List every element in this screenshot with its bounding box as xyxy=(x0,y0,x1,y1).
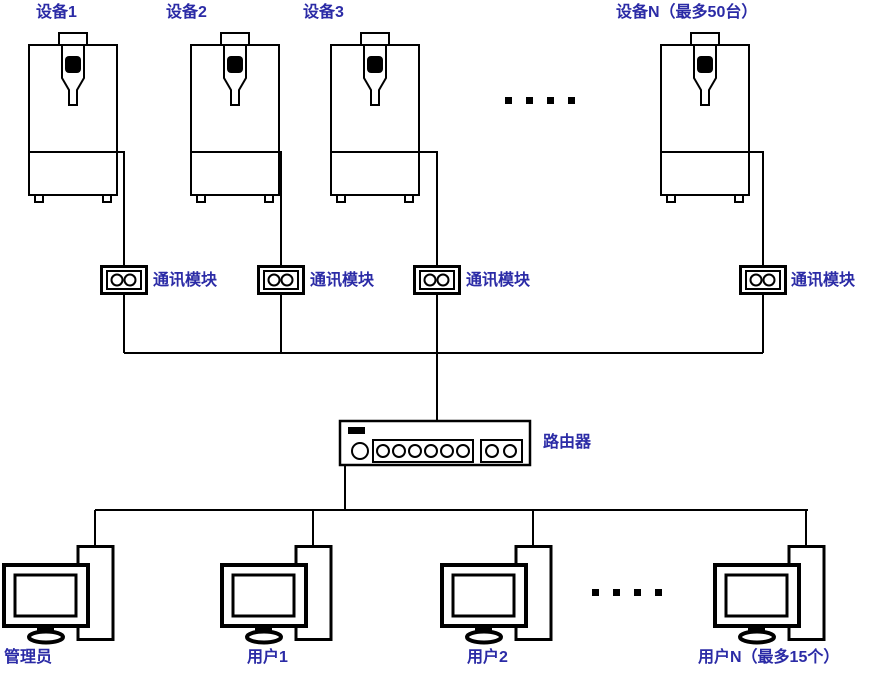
comm-module-1-icon xyxy=(100,265,148,295)
link-device2-module2 xyxy=(280,151,282,353)
comm-module-4-label: 通讯模块 xyxy=(791,272,856,289)
comm-module-2-icon xyxy=(257,265,305,295)
comm-module-2-label: 通讯模块 xyxy=(310,272,375,289)
device-1-icon xyxy=(28,32,118,203)
router-icon xyxy=(338,419,532,467)
device-1-label: 设备1 xyxy=(36,4,77,21)
ellipsis-users-icon xyxy=(592,589,662,596)
device-3-icon xyxy=(330,32,420,203)
link-deviceN-module4 xyxy=(750,151,764,353)
connection-lines xyxy=(94,151,808,550)
device-2-label: 设备2 xyxy=(166,4,207,21)
device-n-icon xyxy=(660,32,750,203)
computer-userN-icon xyxy=(713,544,826,645)
comm-module-4-icon xyxy=(739,265,787,295)
computer-userN-label: 用户N（最多15个） xyxy=(698,649,840,666)
computer-user1-icon xyxy=(220,544,333,645)
computer-user2-label: 用户2 xyxy=(467,649,508,666)
comm-module-1-label: 通讯模块 xyxy=(153,272,218,289)
computer-user1-label: 用户1 xyxy=(247,649,288,666)
ellipsis-devices-icon xyxy=(505,97,575,104)
computer-user2-icon xyxy=(440,544,553,645)
device-3-label: 设备3 xyxy=(303,4,344,21)
computer-admin-icon xyxy=(2,544,115,645)
link-device1-module1 xyxy=(118,151,125,353)
comm-module-3-icon xyxy=(413,265,461,295)
device-2-icon xyxy=(190,32,280,203)
router-label: 路由器 xyxy=(543,434,592,451)
comm-module-3-label: 通讯模块 xyxy=(466,272,531,289)
link-device3-module3-router xyxy=(420,151,438,421)
computer-admin-label: 管理员 xyxy=(4,649,53,666)
device-n-label: 设备N（最多50台） xyxy=(616,4,758,21)
